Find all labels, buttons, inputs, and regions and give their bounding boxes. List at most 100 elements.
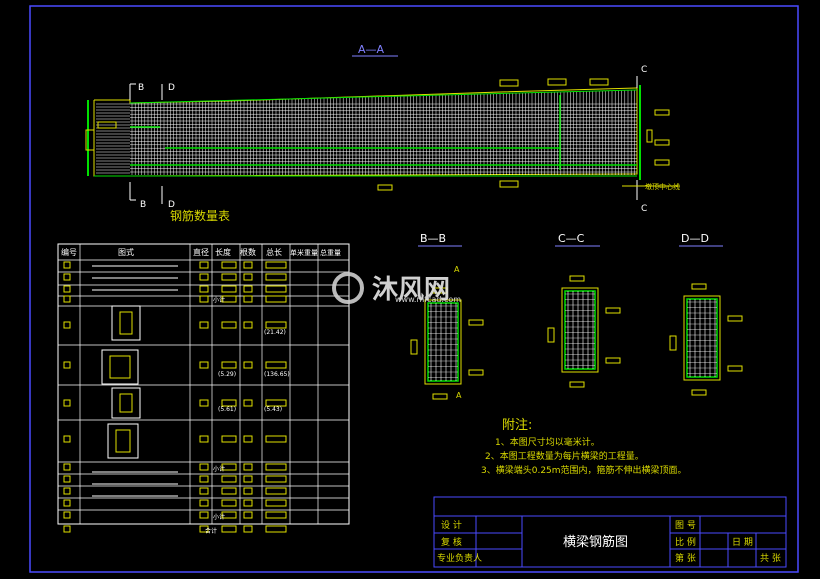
stirrup-shape-inner xyxy=(109,355,131,379)
table-cell-mark xyxy=(221,499,237,507)
table-cell-mark xyxy=(63,435,71,443)
title-block-total: 共 张 xyxy=(760,553,781,564)
table-header-total-len: 总长 xyxy=(266,247,282,257)
callout-box xyxy=(646,129,653,143)
beam-support-left xyxy=(85,129,95,151)
table-cell-mark xyxy=(243,273,253,281)
section-callout xyxy=(669,335,677,351)
table-cell-mark xyxy=(221,511,237,519)
stirrup-shape-inner xyxy=(115,429,131,453)
table-cell-mark xyxy=(199,463,209,471)
section-callout xyxy=(468,369,484,376)
table-subtotal-2: 小计 xyxy=(213,465,225,473)
title-block: 设 计 复 核 专业负责人 横梁钢筋图 图 号 比 例 日 期 第 张 共 张 xyxy=(433,496,787,568)
section-outline xyxy=(683,295,721,381)
cut-marker-c-top: C xyxy=(641,65,647,75)
cut-marker-d-top: D xyxy=(168,83,175,93)
table-cell-mark xyxy=(199,487,209,495)
table-cell-mark xyxy=(199,285,209,293)
table-grid xyxy=(57,244,350,525)
table-cell-mark xyxy=(265,511,287,519)
table-cell-mark xyxy=(221,435,237,443)
table-cell-mark xyxy=(199,511,209,519)
table-cell-mark xyxy=(243,475,253,483)
cut-marker-b-bottom: B xyxy=(140,200,146,210)
table-cell-mark xyxy=(221,285,237,293)
watermark: 沐风网 www.mfcad.com xyxy=(332,272,461,305)
callout-box xyxy=(589,78,609,86)
table-cell-mark xyxy=(63,273,71,281)
rebar-table: 编号 图式 直径 长度 根数 总长 单米重量 总重量 小计 小计 小计 合计 (… xyxy=(57,243,350,535)
section-callout xyxy=(605,357,621,364)
table-header-count: 根数 xyxy=(240,247,256,257)
table-cell-mark xyxy=(199,273,209,281)
note-item-1: 1、本图尺寸均以毫米计。 xyxy=(495,436,600,448)
stirrup-shape xyxy=(107,423,139,459)
table-cell-mark xyxy=(265,399,287,407)
section-callout xyxy=(432,393,448,400)
section-outline xyxy=(424,299,462,385)
cut-marker-b-top: B xyxy=(138,83,144,93)
rebar-mesh xyxy=(96,89,637,175)
table-total: 合计 xyxy=(205,527,217,535)
note-item-2: 2、本图工程数量为每片横梁的工程量。 xyxy=(485,450,644,462)
table-cell-mark xyxy=(199,475,209,483)
section-stirrup xyxy=(564,290,596,370)
table-cell-mark xyxy=(265,361,287,369)
table-header-total-weight: 总重量 xyxy=(320,248,341,257)
section-callout xyxy=(547,327,555,343)
table-cell-mark xyxy=(63,499,71,507)
watermark-url: www.mfcad.com xyxy=(395,295,461,304)
table-note-4: (5.61) xyxy=(218,406,236,413)
table-header-len: 长度 xyxy=(215,247,231,257)
beam-top-edge xyxy=(129,89,638,104)
note-item-3: 3、横梁端头0.25m范围内，箍筋不伸出横梁顶面。 xyxy=(481,464,687,476)
table-note-5: (5.43) xyxy=(264,406,282,413)
table-cell-mark xyxy=(199,361,209,369)
section-callout xyxy=(410,339,418,355)
table-header-no: 编号 xyxy=(61,247,77,257)
drawing-title: 横梁钢筋图 xyxy=(563,534,628,550)
table-cell-mark xyxy=(221,361,237,369)
table-cell-mark xyxy=(221,463,237,471)
table-cell-mark xyxy=(63,463,71,471)
table-cell-mark xyxy=(221,261,237,269)
table-subtotal-3: 小计 xyxy=(213,513,225,521)
title-block-sheet: 第 张 xyxy=(675,552,696,564)
table-cell-mark xyxy=(221,475,237,483)
section-stirrup xyxy=(427,302,459,382)
table-subtotal-1: 小计 xyxy=(213,296,225,304)
table-cell-mark xyxy=(265,273,287,281)
stirrup-shape xyxy=(111,305,141,341)
cut-line xyxy=(129,76,638,204)
table-cell-mark xyxy=(243,435,253,443)
cut-marker-a-top: A xyxy=(454,265,460,274)
callout-box xyxy=(654,109,670,116)
table-cell-mark xyxy=(63,475,71,483)
table-cell-mark xyxy=(265,295,287,303)
table-cell-mark xyxy=(265,525,287,533)
table-note-3: (136.65) xyxy=(264,371,290,378)
table-cell-mark xyxy=(63,525,71,533)
section-aa-label: A—A xyxy=(358,43,385,56)
table-cell-mark xyxy=(221,399,237,407)
table-cell-mark xyxy=(243,285,253,293)
table-cell-mark xyxy=(265,435,287,443)
table-note-1: (21.42) xyxy=(264,329,286,336)
table-cell-mark xyxy=(63,285,71,293)
section-callout xyxy=(569,381,585,388)
table-header-dia: 直径 xyxy=(193,247,209,257)
table-cell-mark xyxy=(221,321,237,329)
rebar-table-title: 钢筋数量表 xyxy=(170,208,230,223)
title-block-scale: 比 例 xyxy=(675,536,696,548)
table-cell-mark xyxy=(63,321,71,329)
section-callout xyxy=(432,287,448,294)
table-cell-mark xyxy=(243,361,253,369)
stirrup-shape xyxy=(101,349,139,385)
title-block-border xyxy=(433,496,787,568)
table-cell-mark xyxy=(63,487,71,495)
table-cell-mark xyxy=(199,499,209,507)
table-cell-mark xyxy=(63,511,71,519)
cut-marker-a-bottom: A xyxy=(456,391,462,400)
